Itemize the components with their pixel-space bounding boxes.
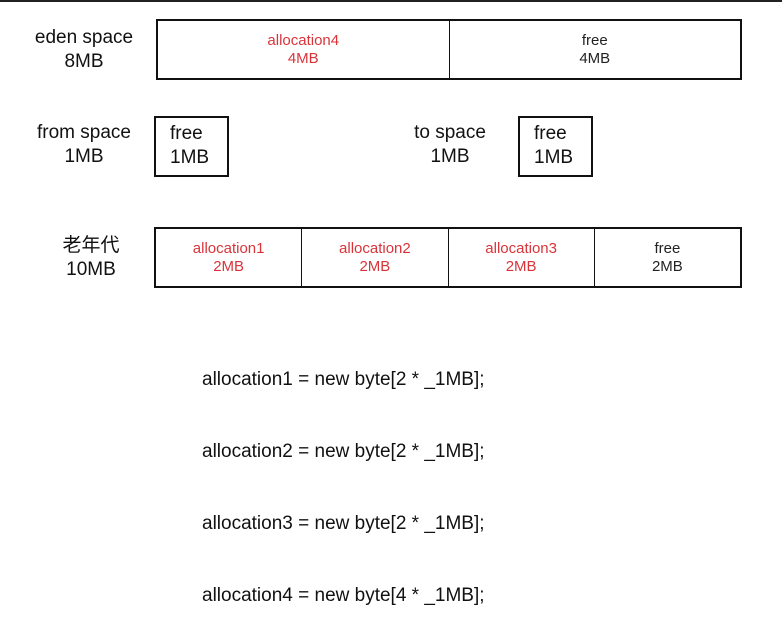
cell-label: free xyxy=(170,123,203,144)
from-space-label: from space 1MB xyxy=(22,121,146,169)
code-line: allocation4 = new byte[4 * _1MB]; xyxy=(202,585,485,606)
to-space-name: to space xyxy=(414,122,486,143)
old-cell-allocation1: allocation1 2MB xyxy=(156,229,301,286)
to-space-box: free 1MB xyxy=(518,116,593,177)
eden-space-size: 8MB xyxy=(64,51,104,72)
cell-size: 2MB xyxy=(651,257,683,275)
eden-space-label: eden space 8MB xyxy=(22,26,146,74)
cell-size: 4MB xyxy=(579,49,611,67)
cell-label: free xyxy=(581,31,608,49)
code-line: allocation3 = new byte[2 * _1MB]; xyxy=(202,513,485,534)
cell-size: 2MB xyxy=(505,257,537,275)
cell-size: 1MB xyxy=(170,147,210,168)
old-generation-box: allocation1 2MB allocation2 2MB allocati… xyxy=(154,227,742,288)
from-cell-free: free 1MB xyxy=(156,118,227,175)
cell-label: free xyxy=(534,123,567,144)
cell-label: allocation3 xyxy=(485,239,557,257)
from-space-name: from space xyxy=(37,122,131,143)
cell-size: 2MB xyxy=(359,257,391,275)
old-cell-allocation2: allocation2 2MB xyxy=(301,229,447,286)
old-generation-label: 老年代 10MB xyxy=(36,234,146,282)
cell-size: 2MB xyxy=(213,257,245,275)
top-border-line xyxy=(0,0,782,2)
eden-cell-free: free 4MB xyxy=(448,21,741,78)
cell-label: allocation4 xyxy=(267,31,340,49)
old-generation-size: 10MB xyxy=(66,259,116,280)
to-space-size: 1MB xyxy=(430,146,470,167)
eden-space-box: allocation4 4MB free 4MB xyxy=(156,19,742,80)
cell-size: 1MB xyxy=(534,147,574,168)
from-space-size: 1MB xyxy=(64,146,104,167)
code-block: allocation1 = new byte[2 * _1MB]; alloca… xyxy=(202,320,485,632)
cell-size: 4MB xyxy=(287,49,319,67)
cell-label: free xyxy=(654,239,681,257)
to-cell-free: free 1MB xyxy=(520,118,591,175)
from-space-box: free 1MB xyxy=(154,116,229,177)
eden-cell-allocation4: allocation4 4MB xyxy=(158,21,449,78)
old-cell-allocation3: allocation3 2MB xyxy=(447,229,594,286)
old-cell-free: free 2MB xyxy=(593,229,740,286)
code-line: allocation1 = new byte[2 * _1MB]; xyxy=(202,369,485,390)
cell-label: allocation2 xyxy=(339,239,411,257)
eden-space-name: eden space xyxy=(34,27,134,48)
code-line: allocation2 = new byte[2 * _1MB]; xyxy=(202,441,485,462)
cell-label: allocation1 xyxy=(192,239,265,257)
old-generation-name: 老年代 xyxy=(62,235,120,256)
to-space-label: to space 1MB xyxy=(398,121,502,169)
